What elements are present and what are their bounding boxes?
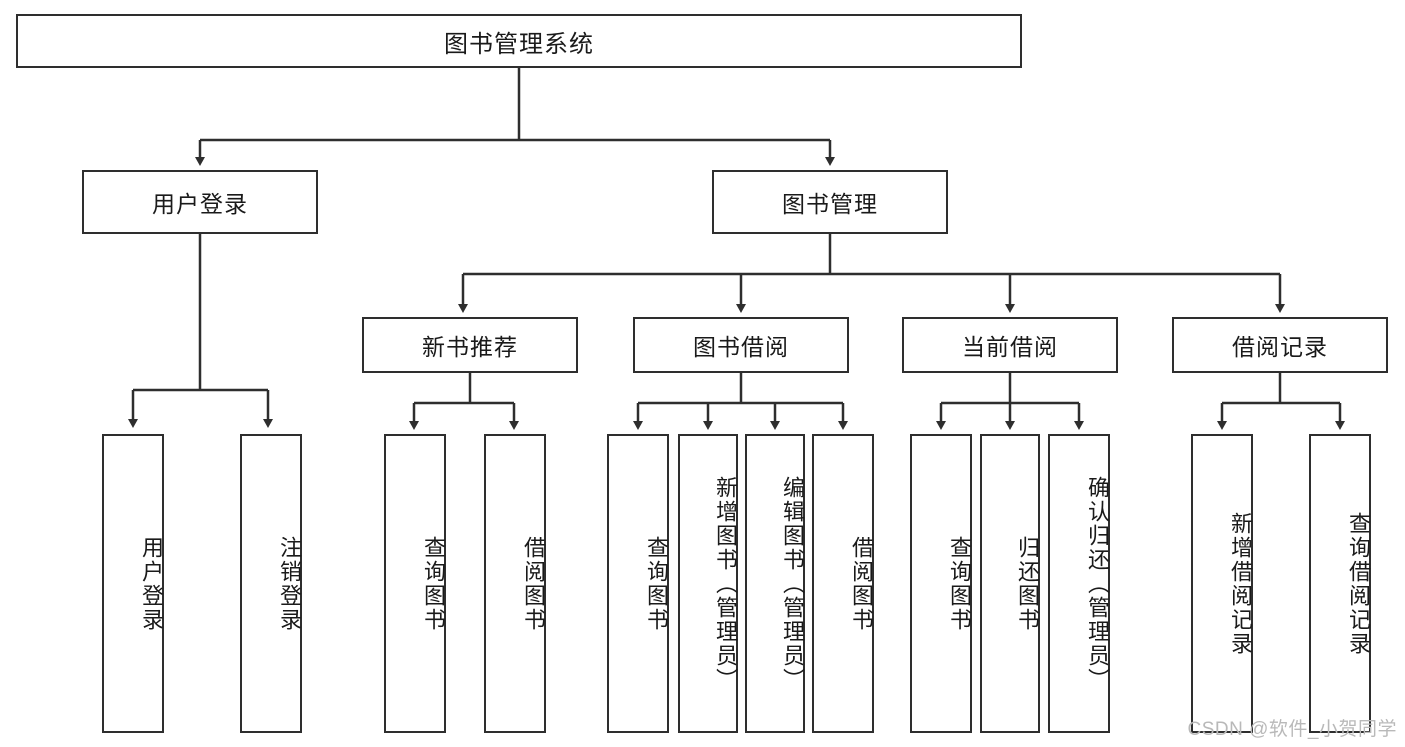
node-user-login[interactable]: 用户登录: [82, 170, 318, 234]
leaf-current-borrow-query-book[interactable]: 查询图书: [910, 434, 972, 733]
leaf-label: 用户登录: [139, 535, 164, 632]
leaf-label: 归还图书: [1015, 535, 1040, 632]
node-book-borrow[interactable]: 图书借阅: [633, 317, 849, 373]
leaf-book-borrow-add-book-admin[interactable]: 新增图书（管理员）: [678, 434, 738, 733]
leaf-label: 查询图书: [947, 535, 972, 632]
leaf-label: 查询借阅记录: [1346, 511, 1371, 656]
node-book-management[interactable]: 图书管理: [712, 170, 948, 234]
leaf-label: 新增借阅记录: [1228, 511, 1253, 656]
leaf-label: 查询图书: [421, 535, 446, 632]
leaf-label: 查询图书: [644, 535, 669, 632]
leaf-label: 注销登录: [277, 535, 302, 632]
node-root[interactable]: 图书管理系统: [16, 14, 1022, 68]
leaf-book-borrow-borrow-book[interactable]: 借阅图书: [812, 434, 874, 733]
node-current-borrow[interactable]: 当前借阅: [902, 317, 1118, 373]
leaf-label: 新增图书（管理员）: [713, 475, 738, 692]
node-borrow-record[interactable]: 借阅记录: [1172, 317, 1388, 373]
leaf-current-borrow-return-book[interactable]: 归还图书: [980, 434, 1040, 733]
leaf-borrow-record-add-record[interactable]: 新增借阅记录: [1191, 434, 1253, 733]
leaf-book-borrow-edit-book-admin[interactable]: 编辑图书（管理员）: [745, 434, 805, 733]
leaf-label: 借阅图书: [849, 535, 874, 632]
leaf-user-login-logout[interactable]: 注销登录: [240, 434, 302, 733]
node-new-book-recommend[interactable]: 新书推荐: [362, 317, 578, 373]
leaf-borrow-record-query-record[interactable]: 查询借阅记录: [1309, 434, 1371, 733]
watermark-text: CSDN @软件_小贺同学: [1187, 719, 1397, 740]
leaf-label: 借阅图书: [521, 535, 546, 632]
leaf-label: 确认归还（管理员）: [1085, 475, 1110, 692]
leaf-book-borrow-query-book[interactable]: 查询图书: [607, 434, 669, 733]
leaf-user-login-login[interactable]: 用户登录: [102, 434, 164, 733]
leaf-current-borrow-confirm-return-admin[interactable]: 确认归还（管理员）: [1048, 434, 1110, 733]
leaf-new-book-borrow-book[interactable]: 借阅图书: [484, 434, 546, 733]
leaf-new-book-query-book[interactable]: 查询图书: [384, 434, 446, 733]
leaf-label: 编辑图书（管理员）: [780, 475, 805, 692]
